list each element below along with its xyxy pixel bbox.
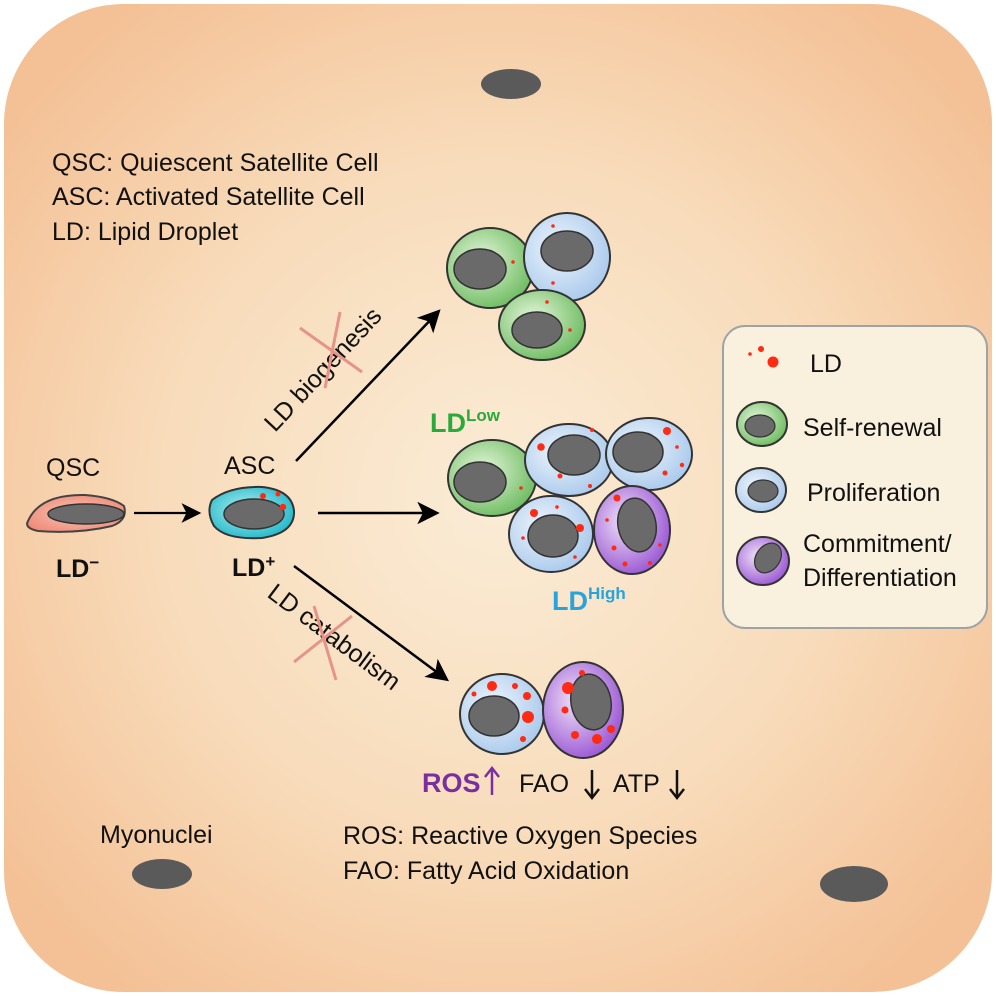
asc-label: ASC xyxy=(224,452,275,480)
purple-cell xyxy=(542,661,624,759)
legend-box xyxy=(722,325,988,629)
top-cell-group xyxy=(446,212,611,361)
legend-commitment-label: Commitment/ xyxy=(803,530,952,558)
legend-ld-label: LD xyxy=(810,350,842,378)
blue-cell xyxy=(459,673,545,755)
fao-definition: FAO: Fatty Acid Oxidation xyxy=(343,857,629,885)
cross-icon xyxy=(293,605,353,681)
blue-cell xyxy=(605,417,693,491)
ld-minus-label: LD− xyxy=(56,553,99,583)
ld-high-label: LDHigh xyxy=(552,584,626,616)
green-cell xyxy=(498,289,586,361)
legend-proliferation-icon xyxy=(735,467,787,513)
legend-self-renewal-label: Self-renewal xyxy=(803,414,942,442)
down-arrow-icon xyxy=(669,770,685,801)
up-arrow-icon xyxy=(484,765,500,795)
legend-commitment-icon xyxy=(736,536,790,586)
down-arrow-icon xyxy=(584,770,600,801)
myonuclei-label: Myonuclei xyxy=(100,821,213,849)
qsc-label: QSC xyxy=(46,454,100,482)
ld-low-label: LDLow xyxy=(430,406,501,438)
abbrev-asc: ASC: Activated Satellite Cell xyxy=(52,183,365,211)
blue-cell xyxy=(524,423,614,497)
myonucleus-bottom-left xyxy=(132,859,192,889)
abbrev-ld: LD: Lipid Droplet xyxy=(52,218,238,246)
asc-cell xyxy=(208,485,296,540)
legend-differentiation-label: Differentiation xyxy=(803,564,957,592)
legend-self-renewal-icon xyxy=(736,401,788,447)
qsc-cell xyxy=(26,493,126,533)
ros-label: ROS xyxy=(422,768,481,798)
myonucleus-bottom-right xyxy=(820,866,888,902)
middle-cell-group xyxy=(447,417,693,575)
atp-label: ATP xyxy=(613,770,660,798)
arrow-icon xyxy=(293,564,450,682)
ros-definition: ROS: Reactive Oxygen Species xyxy=(343,822,697,850)
legend-ld-icon xyxy=(748,346,779,368)
blue-cell xyxy=(523,212,611,302)
cross-icon xyxy=(299,311,363,389)
purple-cell xyxy=(593,485,671,575)
legend-proliferation-label: Proliferation xyxy=(807,479,940,507)
myonucleus-top xyxy=(481,69,541,99)
arrow-icon xyxy=(295,309,441,462)
bottom-cell-group xyxy=(459,661,624,759)
ld-plus-label: LD+ xyxy=(232,552,275,582)
fao-label: FAO xyxy=(519,770,569,798)
abbrev-qsc: QSC: Quiescent Satellite Cell xyxy=(52,149,379,177)
legend: LD Self-renewal Proliferation Commitment… xyxy=(722,325,988,629)
blue-cell xyxy=(508,495,594,573)
